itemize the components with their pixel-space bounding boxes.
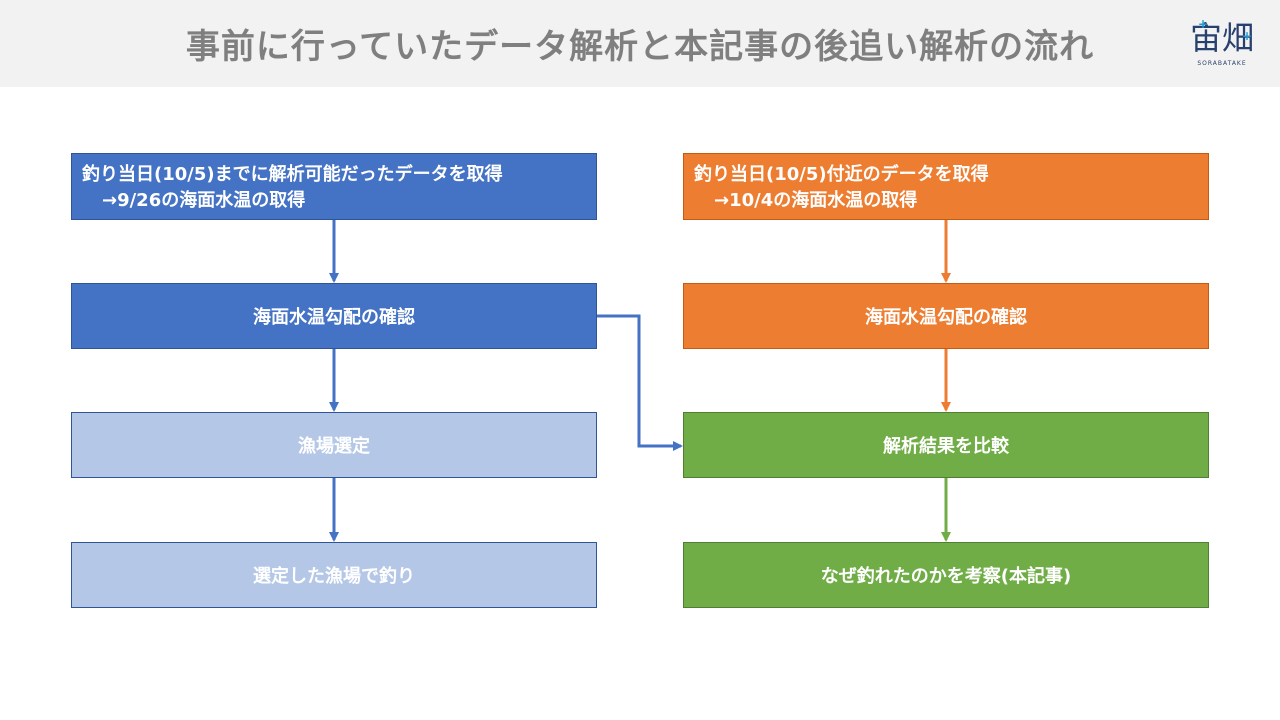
compare-connector: [597, 314, 683, 451]
right-step2-box: 海面水温勾配の確認: [683, 283, 1209, 349]
title-bar: [0, 0, 1280, 87]
left-step3-box: 漁場選定: [71, 412, 597, 478]
right-step1-line1: 釣り当日(10/5)付近のデータを取得: [694, 164, 989, 185]
right-step1-box: 釣り当日(10/5)付近のデータを取得 →10/4の海面水温の取得: [683, 153, 1209, 220]
logo-subtext: SORABATAKE: [1197, 60, 1247, 67]
right-step4-label: なぜ釣れたのかを考察(本記事): [820, 566, 1072, 587]
left-step4-box: 選定した漁場で釣り: [71, 542, 597, 608]
right-step3-label: 解析結果を比較: [883, 436, 1009, 457]
left-step1-line1: 釣り当日(10/5)までに解析可能だったデータを取得: [82, 164, 503, 185]
logo-plus-icon: +: [1242, 29, 1253, 43]
logo-plus-icon: +: [1198, 17, 1209, 31]
left-step2-box: 海面水温勾配の確認: [71, 283, 597, 349]
right-step2-label: 海面水温勾配の確認: [865, 307, 1027, 328]
left-step1-box: 釣り当日(10/5)までに解析可能だったデータを取得 →9/26の海面水温の取得: [71, 153, 597, 220]
page-title: 事前に行っていたデータ解析と本記事の後追い解析の流れ: [185, 27, 1095, 67]
left-step2-label: 海面水温勾配の確認: [253, 307, 415, 328]
left-step3-label: 漁場選定: [298, 436, 370, 457]
right-step4-box: なぜ釣れたのかを考察(本記事): [683, 542, 1209, 608]
logo-text: 宙畑: [1189, 19, 1254, 57]
left-step4-label: 選定した漁場で釣り: [253, 566, 415, 587]
right-step1-line2: →10/4の海面水温の取得: [714, 190, 918, 211]
right-step3-box: 解析結果を比較: [683, 412, 1209, 478]
left-step1-line2: →9/26の海面水温の取得: [102, 190, 306, 211]
sorabatake-logo: 宙畑 + + SORABATAKE: [1180, 18, 1264, 70]
